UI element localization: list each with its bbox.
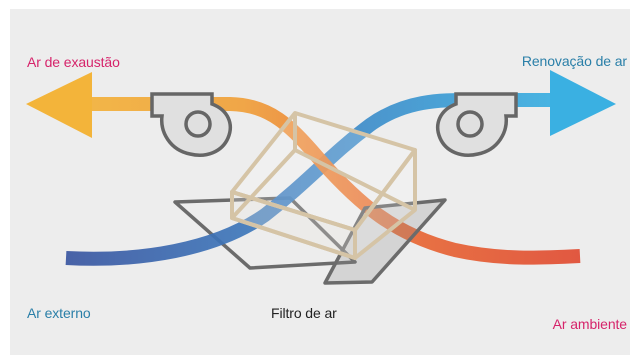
fan-icon [150, 92, 233, 157]
room-air-stream [85, 97, 581, 265]
fresh-air-label: Renovação de ar [521, 53, 627, 69]
room-air-label: Ar ambiente [552, 316, 627, 332]
filter-plate-right [323, 198, 447, 285]
outdoor-air-stream [65, 93, 560, 266]
filter-cube [230, 111, 417, 260]
diagram-panel [10, 9, 630, 355]
fan-icon [435, 92, 518, 157]
outdoor-air-label: Ar externo [27, 305, 91, 321]
arrow-right-icon [550, 70, 616, 136]
exhaust-air-label: Ar de exaustão [27, 54, 120, 70]
arrow-left-icon [26, 72, 92, 138]
air-filter-label: Filtro de ar [271, 305, 337, 321]
